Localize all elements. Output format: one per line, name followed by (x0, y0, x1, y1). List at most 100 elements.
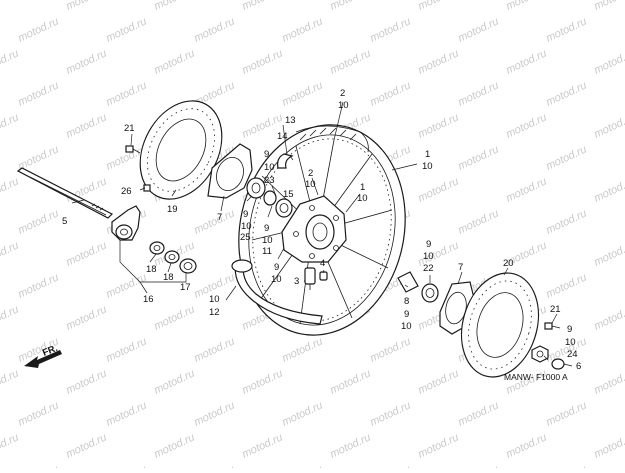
callout-2-mid: 2 (308, 168, 313, 179)
leader-lines (71, 101, 573, 367)
watermark-text: motod.ru (104, 15, 148, 44)
watermark-text: motod.ru (504, 175, 548, 204)
watermark-text: motod.ru (544, 271, 588, 300)
callout-10-e: 10 (209, 294, 220, 305)
watermark-text: motod.ru (544, 399, 588, 428)
inner-tube (231, 259, 323, 325)
watermark-text: motod.ru (504, 47, 548, 76)
watermark-text: motod.ru (328, 47, 372, 76)
watermark-text: motod.ru (416, 0, 460, 13)
watermark-text: motod.ru (456, 463, 500, 468)
front-hub (281, 195, 347, 263)
watermark-text: motod.ru (368, 335, 412, 364)
watermark-text: motod.ru (104, 399, 148, 428)
watermark-text: motod.ru (192, 335, 236, 364)
callout-14: 14 (277, 131, 288, 142)
watermark-text: motod.ru (416, 175, 460, 204)
watermark-text: motod.ru (64, 431, 108, 460)
watermark-text: motod.ru (152, 303, 196, 332)
watermark-text: motod.ru (456, 15, 500, 44)
watermark-text: motod.ru (64, 367, 108, 396)
watermark-text: motod.ru (0, 367, 21, 396)
callout-15: 15 (283, 189, 294, 200)
watermark-text: motod.ru (592, 239, 625, 268)
callout-10-d: 10 (271, 274, 282, 285)
watermark-text: motod.ru (16, 207, 60, 236)
callout-10-mid: 10 (305, 179, 316, 190)
watermark-text: motod.ru (16, 15, 60, 44)
rim-band (277, 153, 294, 169)
callout-18a: 18 (146, 264, 157, 275)
left-seal-cover (207, 143, 253, 199)
left-spacer-17 (179, 258, 197, 274)
callout-3: 3 (294, 276, 299, 287)
callout-7-left: 7 (217, 212, 222, 223)
watermark-text: motod.ru (152, 47, 196, 76)
callout-19: 19 (167, 204, 178, 215)
watermark-text: motod.ru (64, 303, 108, 332)
watermark-text: motod.ru (368, 15, 412, 44)
watermark-text: motod.ru (456, 143, 500, 172)
watermark-text: motod.ru (592, 175, 625, 204)
axle-nut-cap (551, 358, 565, 370)
callout-10-b: 10 (241, 221, 252, 232)
callout-16: 16 (143, 294, 154, 305)
watermark-text: motod.ru (592, 47, 625, 76)
callout-11: 11 (262, 246, 272, 257)
watermark-text: motod.ru (280, 335, 324, 364)
watermark-text: motod.ru (544, 15, 588, 44)
watermark-text: motod.ru (104, 79, 148, 108)
callout-10-top: 10 (338, 100, 349, 111)
watermark-text: motod.ru (592, 0, 625, 13)
callout-10-a: 10 (264, 162, 275, 173)
callout-10-upper: 10 (422, 161, 433, 172)
watermark-text: motod.ru (152, 431, 196, 460)
watermark-text: motod.ru (592, 303, 625, 332)
callout-1-lower: 1 (360, 182, 365, 193)
front-axle (16, 167, 114, 219)
front-direction-arrow (24, 350, 62, 368)
callout-9-d: 9 (274, 262, 279, 273)
disc-bolt-left (125, 145, 141, 154)
direction-label: FR. (41, 343, 59, 359)
watermark-text: motod.ru (0, 175, 21, 204)
watermark-text: motod.ru (240, 431, 284, 460)
watermark-text: motod.ru (504, 0, 548, 13)
watermark-text: motod.ru (104, 463, 148, 468)
watermark-text: motod.ru (192, 463, 236, 468)
callout-labels: 21 26 19 7 5 18 18 17 16 13 14 9 10 23 1… (62, 88, 581, 372)
right-distance-collar (397, 271, 419, 293)
valve-cap (319, 271, 328, 281)
watermark-text: motod.ru (416, 111, 460, 140)
callout-20: 20 (503, 258, 514, 269)
watermark-text: motod.ru (16, 271, 60, 300)
callout-9-b: 9 (243, 209, 248, 220)
diagram-code: MANW- F1000 A (504, 372, 568, 382)
watermark-text: motod.ru (16, 463, 60, 468)
watermark-text: motod.ru (592, 431, 625, 460)
callout-4: 4 (320, 258, 325, 269)
callout-5: 5 (62, 216, 67, 227)
callout-12: 12 (209, 307, 220, 318)
tire-valve (304, 267, 316, 290)
watermark-text: motod.ru (152, 0, 196, 13)
watermark-text: motod.ru (152, 367, 196, 396)
watermark-text: motod.ru (280, 463, 324, 468)
callout-18b: 18 (163, 272, 174, 283)
disc-bolt-right (544, 322, 561, 330)
watermark-text: motod.ru (328, 431, 372, 460)
watermark-text: motod.ru (416, 47, 460, 76)
watermark-text: motod.ru (544, 463, 588, 468)
watermark-text: motod.ru (192, 399, 236, 428)
watermark-text: motod.ru (544, 79, 588, 108)
callout-21-left: 21 (124, 123, 135, 134)
small-bolt-left (143, 184, 151, 192)
watermark-text: motod.ru (280, 79, 324, 108)
callout-9-g: 9 (567, 324, 572, 335)
callout-9-c: 9 (264, 223, 269, 234)
watermark-text: motod.ru (504, 111, 548, 140)
watermark-text: motod.ru (592, 111, 625, 140)
callout-9-f: 9 (404, 309, 409, 320)
watermark-text: motod.ru (416, 431, 460, 460)
callout-25: 25 (240, 232, 251, 243)
